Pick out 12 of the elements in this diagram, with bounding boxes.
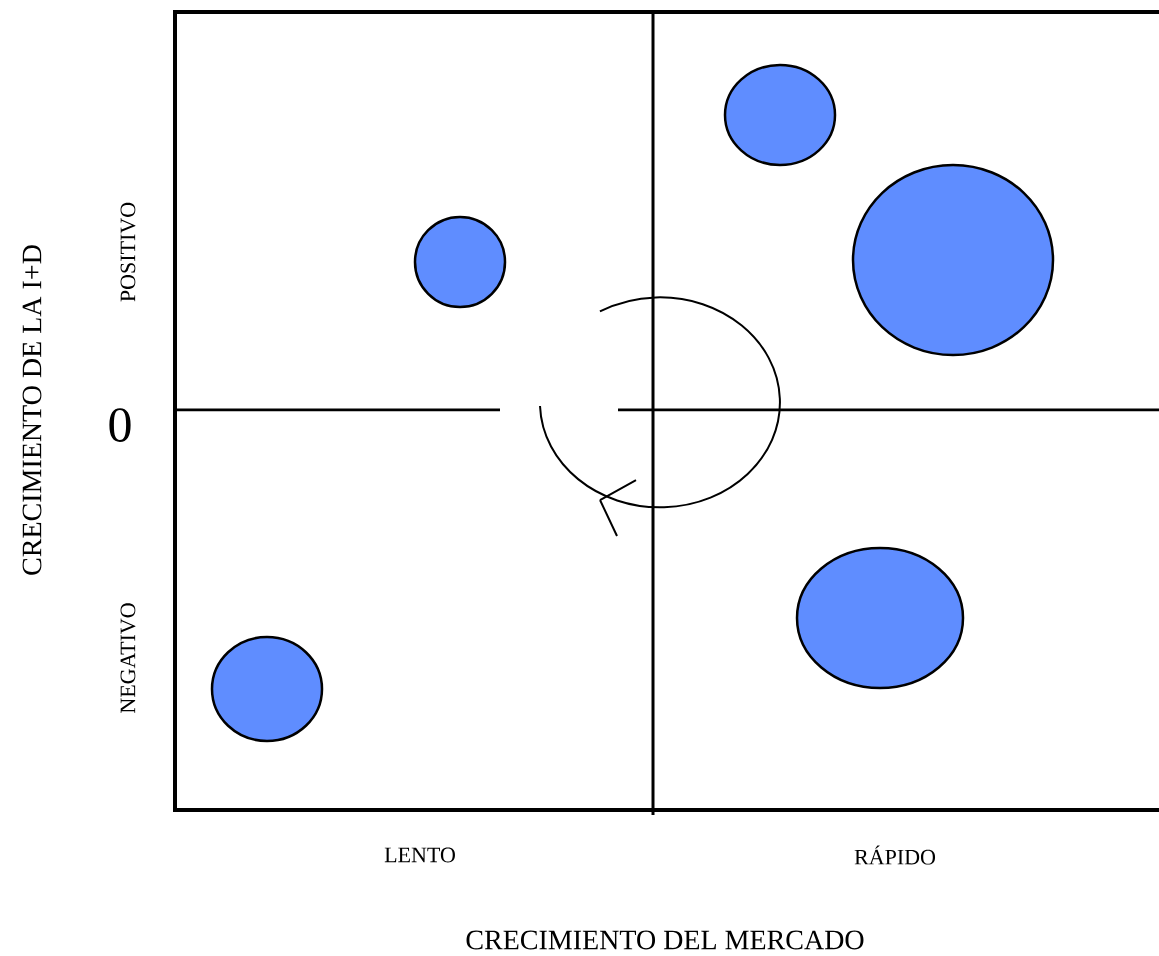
axis-title: CRECIMIENTO DEL MERCADO [466, 930, 864, 950]
bubble [413, 215, 507, 309]
bubble [210, 635, 324, 743]
axis-label: LENTO [384, 847, 455, 863]
bubble [795, 546, 965, 690]
axis-title: CRECIMIENTO DE LA I+D [22, 245, 42, 575]
axis-label: 0 [109, 408, 131, 442]
bubble [851, 163, 1055, 357]
axis-label: RÁPIDO [854, 845, 936, 865]
axis-label: NEGATIVO [120, 603, 136, 713]
bubble [723, 63, 837, 167]
axis-label: POSITIVO [120, 202, 136, 302]
